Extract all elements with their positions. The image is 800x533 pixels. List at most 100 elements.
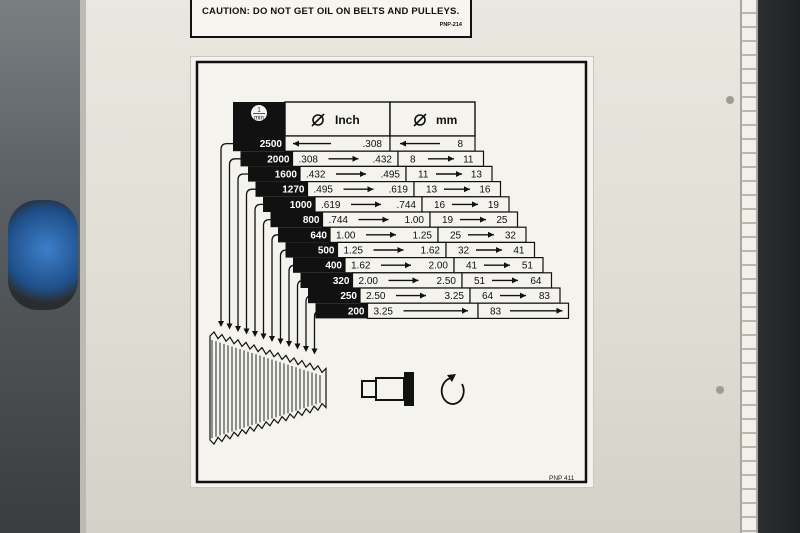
blue-knob: [8, 200, 78, 310]
bracket-line: [279, 249, 287, 340]
panel-edge: [80, 0, 86, 533]
plate-inner-border: [195, 60, 588, 484]
caution-code: PNP-214: [439, 22, 462, 28]
rpm-cell: [278, 227, 330, 243]
bracket-arrowhead: [243, 328, 250, 335]
screw-top: [726, 96, 734, 104]
rpm-cell: [248, 166, 300, 182]
bracket-line: [254, 203, 263, 332]
saw-blade-icon: [209, 331, 327, 445]
bracket-line: [237, 173, 248, 327]
inch-to: .308: [363, 139, 383, 150]
mm-to: 19: [488, 200, 500, 211]
inch-from: .495: [314, 185, 334, 196]
mm-to: 13: [471, 170, 483, 181]
arrow-right-icon: [444, 186, 470, 193]
inch-from: .619: [321, 200, 341, 211]
inch-from: 2.00: [359, 276, 379, 287]
arrow-right-icon: [336, 171, 366, 177]
bracket-line: [271, 234, 279, 337]
bracket-lines: [218, 142, 321, 355]
rpm-value: 640: [310, 230, 327, 241]
bracket-line: [305, 294, 313, 347]
rpm-cell: [315, 303, 368, 319]
arrow-right-icon: [468, 231, 494, 238]
inch-to: 2.00: [429, 261, 449, 272]
mm-from: 16: [434, 200, 446, 211]
diameter-inch-icon: [311, 113, 325, 127]
bracket-arrowhead: [269, 336, 275, 342]
bracket-arrowhead: [277, 338, 284, 345]
rpm-value: 2000: [267, 154, 290, 165]
inch-header-label: Inch: [335, 113, 360, 127]
bracket-arrowhead: [260, 333, 267, 340]
caution-text: CAUTION: DO NOT GET OIL ON BELTS AND PUL…: [202, 6, 460, 17]
bracket-arrowhead: [235, 326, 241, 332]
arrow-right-icon: [343, 186, 374, 193]
mm-to: 16: [479, 185, 491, 196]
arrow-right-icon: [328, 155, 359, 162]
rpm-cell: [255, 181, 308, 197]
inch-from: 2.50: [366, 291, 386, 302]
mm-to: 32: [505, 230, 517, 241]
mm-to: 51: [522, 261, 534, 272]
machine-background-right: [752, 0, 800, 533]
workpiece-icon: [361, 372, 414, 406]
arrow-right-icon: [510, 307, 563, 314]
arrow-right-icon: [476, 247, 502, 253]
inch-to: .495: [381, 170, 401, 181]
rpm-value: 320: [333, 276, 350, 287]
rpm-cell: [300, 272, 353, 288]
speed-row: 1000 .619 .744 16 19: [263, 196, 510, 213]
arrow-left-icon: [293, 140, 331, 147]
mm-from: 51: [474, 276, 486, 287]
arrow-right-icon: [381, 262, 411, 269]
rpm-value: 2500: [260, 139, 283, 150]
mm-to: 8: [457, 139, 463, 150]
rpm-cell: [285, 242, 338, 258]
bracket-arrowhead: [226, 323, 233, 330]
inch-from: 1.00: [336, 230, 356, 241]
bracket-arrowhead: [311, 348, 318, 355]
rpm-cell: [308, 288, 360, 304]
arrow-right-icon: [396, 292, 426, 299]
bracket-line: [296, 279, 304, 345]
mm-from: 32: [458, 246, 470, 257]
arrow-right-icon: [492, 277, 518, 284]
bracket-arrowhead: [218, 321, 224, 327]
inch-to: .744: [397, 200, 417, 211]
bracket-arrowhead: [286, 341, 292, 347]
rpm-cell: [293, 257, 345, 273]
rpm-value: 1600: [275, 170, 298, 181]
mm-to: 11: [463, 154, 474, 165]
speed-row: 2500 .308 8: [233, 135, 476, 152]
inch-from: .308: [299, 154, 319, 165]
mm-from: 8: [410, 154, 416, 165]
rpm-cell: [270, 212, 323, 228]
arrow-right-icon: [388, 277, 419, 284]
rpm-unit-badge: [251, 105, 267, 121]
inch-to: .619: [389, 185, 409, 196]
inch-from: 3.25: [374, 306, 394, 317]
rpm-value: 800: [303, 215, 320, 226]
arrow-right-icon: [366, 231, 396, 238]
inch-to: 3.25: [445, 291, 465, 302]
mm-from: 11: [418, 170, 429, 181]
rpm-unit-top: 1: [257, 108, 261, 114]
rpm-value: 1000: [290, 200, 313, 211]
arrow-right-icon: [403, 307, 468, 314]
rotation-icon: [440, 374, 465, 405]
bracket-line: [313, 310, 321, 350]
piano-hinge: [740, 0, 758, 533]
mm-from: 19: [442, 215, 454, 226]
bracket-line: [245, 188, 256, 330]
mm-to: 64: [530, 276, 542, 287]
